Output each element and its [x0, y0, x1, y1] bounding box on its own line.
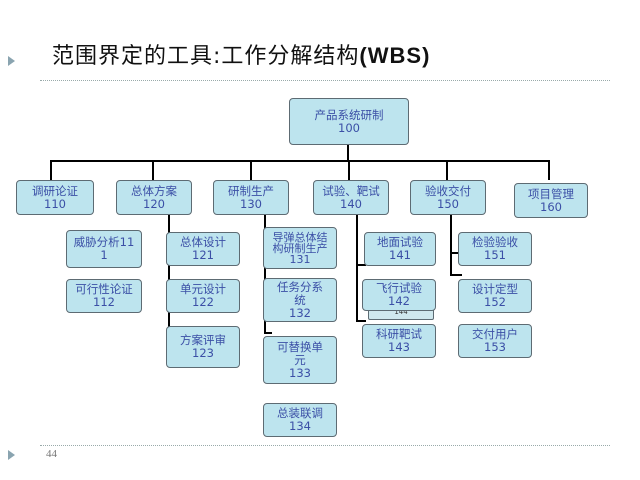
wbs-node-160-code: 160 [540, 199, 562, 214]
page-number: 44 [46, 448, 57, 460]
connector-120-children [168, 214, 170, 342]
wbs-node-141-name: 地面试验 [377, 235, 423, 249]
wbs-node-134-name: 总装联调 [277, 406, 323, 420]
wbs-node-132-name: 任务分系统 [277, 279, 323, 307]
wbs-node-111-name: 威胁分析11 [73, 235, 135, 249]
wbs-node-112-name: 可行性论证 [75, 282, 133, 296]
wbs-node-153-code: 153 [484, 340, 506, 354]
connector-140 [348, 160, 350, 180]
wbs-node-143-code: 143 [388, 340, 410, 354]
wbs-node-110-code: 110 [44, 196, 66, 211]
connector-152 [450, 274, 462, 276]
wbs-node-152: 设计定型 152 [458, 279, 532, 313]
wbs-node-151: 检验验收 151 [458, 232, 532, 266]
wbs-node-120-code: 120 [143, 196, 165, 211]
wbs-node-160: 项目管理 160 [514, 183, 588, 218]
footer-divider [40, 445, 610, 446]
wbs-node-144-code: 144 [394, 308, 408, 316]
wbs-node-153: 交付用户 153 [458, 324, 532, 358]
wbs-node-120: 总体方案 120 [116, 180, 192, 215]
wbs-node-141: 地面试验 141 [364, 232, 436, 266]
slide-title: 范围界定的工具:工作分解结构(WBS) [52, 38, 430, 70]
wbs-node-151-name: 检验验收 [472, 235, 518, 249]
wbs-node-131-code: 131 [289, 252, 311, 266]
wbs-node-111-code: 1 [100, 248, 108, 262]
wbs-node-150: 验收交付 150 [410, 180, 486, 215]
connector-root-down [347, 145, 349, 161]
wbs-node-100: 产品系统研制 100 [289, 98, 409, 145]
wbs-node-132: 任务分系统 132 [263, 278, 337, 322]
wbs-node-110: 调研论证 110 [16, 180, 94, 215]
wbs-node-142: 飞行试验 142 [362, 279, 436, 311]
connector-130-children [264, 214, 266, 334]
connector-143 [356, 320, 366, 322]
wbs-node-121-name: 总体设计 [180, 235, 226, 249]
wbs-node-122: 单元设计 122 [166, 279, 240, 313]
wbs-node-130-code: 130 [240, 196, 262, 211]
title-bullet [8, 56, 15, 66]
wbs-node-111: 威胁分析11 1 [66, 230, 142, 268]
wbs-node-160-name: 项目管理 [528, 186, 574, 201]
wbs-node-122-code: 122 [192, 295, 214, 309]
wbs-node-141-code: 141 [389, 248, 411, 262]
wbs-node-100-name: 产品系统研制 [314, 107, 384, 122]
wbs-node-133-code: 133 [289, 365, 311, 380]
wbs-node-152-code: 152 [484, 295, 506, 309]
connector-150 [446, 160, 448, 180]
wbs-node-142-name: 飞行试验 [376, 281, 422, 295]
connector-140-children [356, 214, 358, 322]
wbs-node-134: 总装联调 134 [263, 403, 337, 437]
connector-160 [548, 160, 550, 180]
connector-150-children [450, 214, 452, 276]
wbs-node-133-name: 可替换单元 [277, 339, 323, 367]
wbs-node-112: 可行性论证 112 [66, 279, 142, 313]
wbs-node-123-name: 方案评审 [180, 333, 226, 347]
wbs-node-120-name: 总体方案 [131, 183, 177, 198]
wbs-node-123-code: 123 [192, 346, 214, 360]
connector-110 [50, 160, 52, 180]
wbs-node-153-name: 交付用户 [472, 327, 518, 341]
wbs-node-123: 方案评审 123 [166, 326, 240, 368]
title-divider [40, 80, 610, 81]
title-suffix: (WBS) [359, 43, 431, 68]
connector-130 [250, 160, 252, 180]
wbs-node-133: 可替换单元 133 [263, 336, 337, 384]
wbs-node-130-name: 研制生产 [228, 183, 274, 198]
wbs-node-143-name: 科研靶试 [376, 327, 422, 341]
wbs-node-131-name: 导弹总体结构研制生产 [272, 230, 328, 255]
wbs-node-134-code: 134 [289, 419, 311, 433]
title-prefix: 范围界定的工具:工作分解结构 [52, 44, 360, 69]
wbs-node-122-name: 单元设计 [180, 282, 226, 296]
wbs-node-151-code: 151 [484, 248, 506, 262]
wbs-node-121: 总体设计 121 [166, 232, 240, 266]
wbs-node-152-name: 设计定型 [472, 282, 518, 296]
connector-120 [152, 160, 154, 180]
connector-151 [450, 252, 460, 254]
wbs-node-110-name: 调研论证 [32, 183, 78, 198]
connector-141 [356, 264, 366, 266]
wbs-node-140-name: 试验、靶试 [322, 183, 380, 198]
wbs-node-140: 试验、靶试 140 [313, 180, 389, 215]
wbs-node-142-code: 142 [388, 294, 410, 308]
wbs-node-100-code: 100 [338, 120, 360, 135]
wbs-node-150-code: 150 [437, 196, 459, 211]
wbs-node-112-code: 112 [93, 295, 115, 309]
wbs-node-150-name: 验收交付 [425, 183, 471, 198]
footer-bullet [8, 450, 15, 460]
connector-level2-bus [50, 160, 550, 162]
wbs-node-132-code: 132 [289, 305, 311, 320]
wbs-node-130: 研制生产 130 [213, 180, 289, 215]
wbs-node-140-code: 140 [340, 196, 362, 211]
wbs-node-131: 导弹总体结构研制生产 131 [263, 227, 337, 269]
wbs-node-143: 科研靶试 143 [362, 324, 436, 358]
wbs-node-121-code: 121 [192, 248, 214, 262]
connector-133 [264, 332, 272, 334]
